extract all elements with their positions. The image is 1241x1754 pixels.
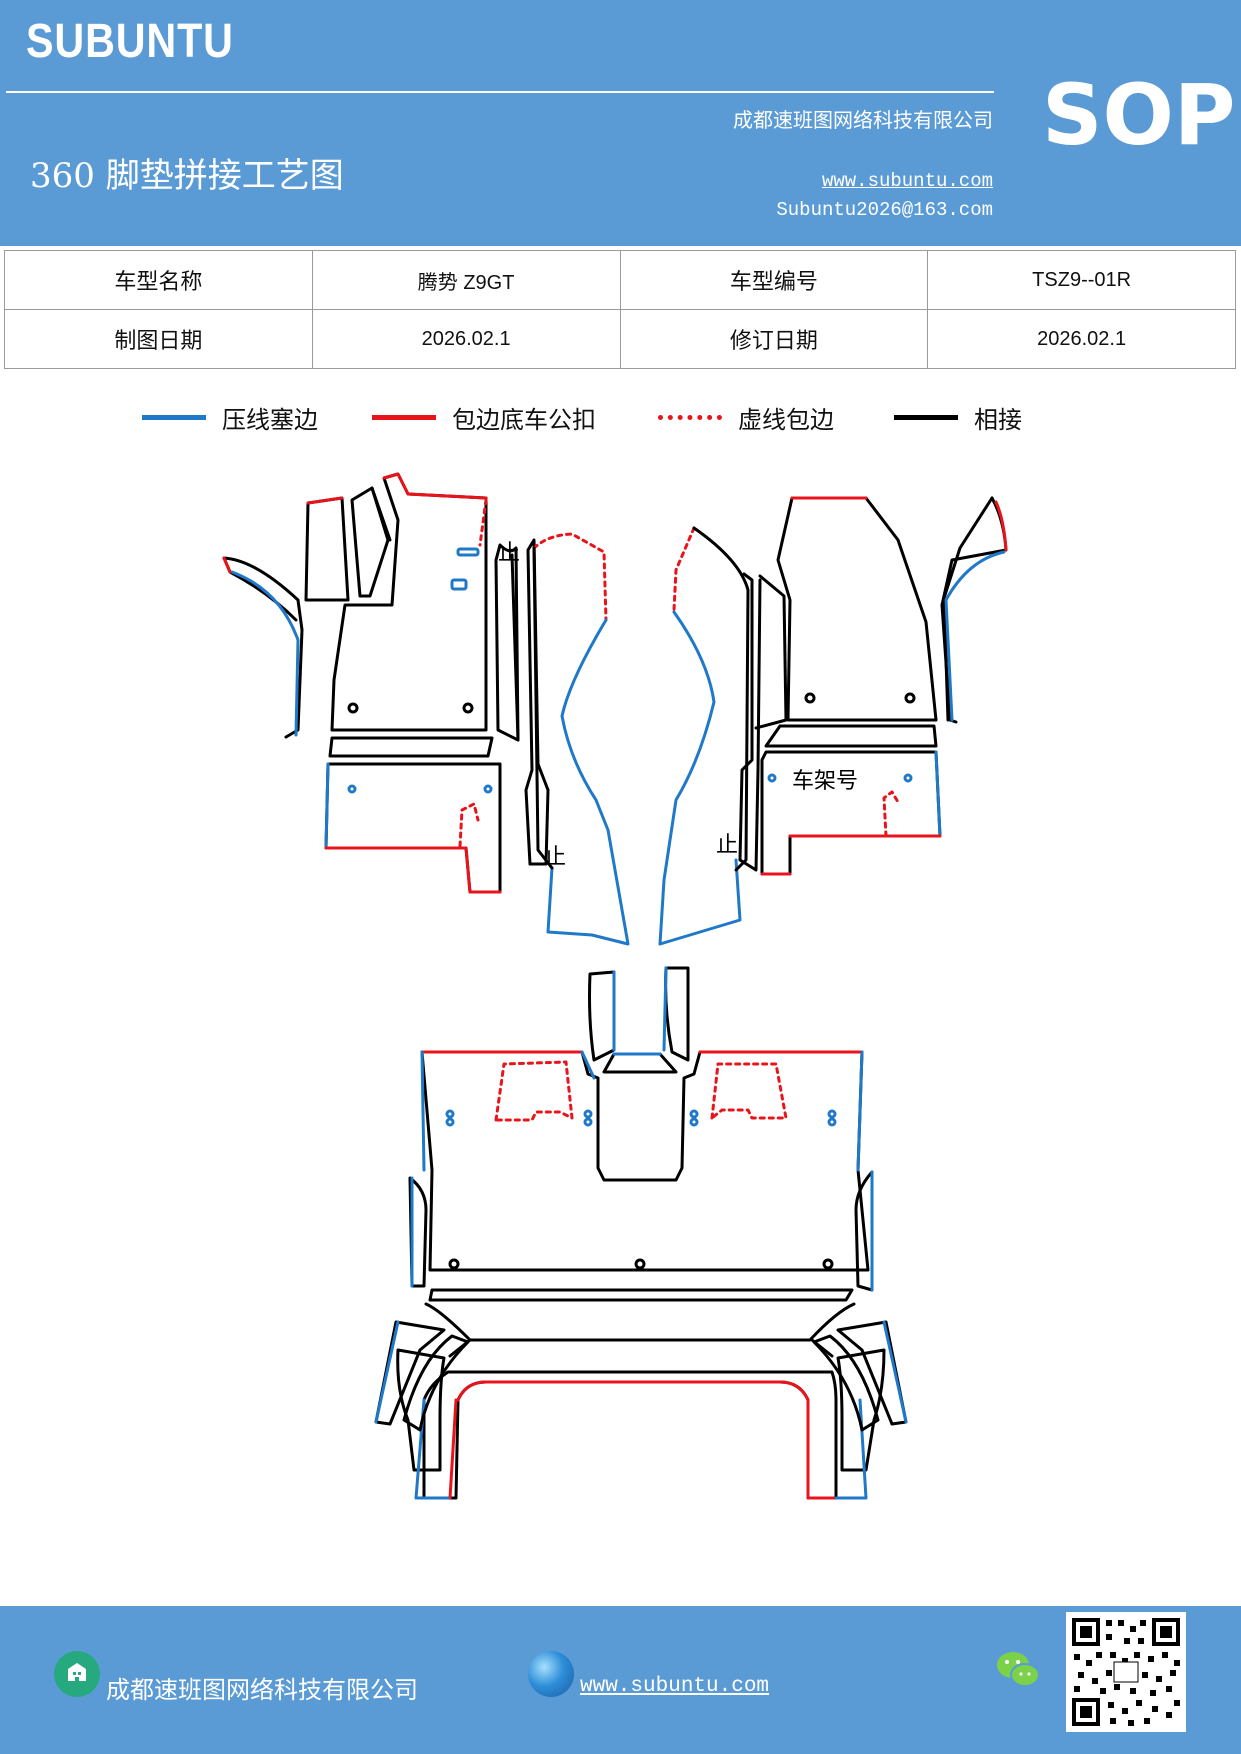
header-divider (6, 91, 994, 93)
legend-item-press: 压线塞边 (142, 400, 318, 435)
front-right-mat-group: 车架号 止 (658, 496, 1008, 946)
draw-date-label: 制图日期 (4, 309, 313, 369)
legend-label: 包边底车公扣 (452, 406, 596, 434)
header-company: 成都速班图网络科技有限公司 (733, 108, 993, 132)
frame-number-label: 车架号 (792, 769, 858, 794)
globe-icon (528, 1651, 574, 1697)
model-name-value: 腾势 Z9GT (311, 250, 621, 310)
model-name-label: 车型名称 (4, 250, 313, 310)
table-row: 车型名称 腾势 Z9GT 车型编号 TSZ9--01R (4, 250, 1236, 310)
legend-swatch (372, 415, 436, 420)
table-row: 制图日期 2026.02.1 修订日期 2026.02.1 (4, 309, 1236, 369)
wechat-icon (997, 1652, 1040, 1687)
header-banner (0, 0, 1241, 246)
brand-logo: SUBUNTU (26, 15, 234, 68)
model-code-label: 车型编号 (619, 250, 929, 310)
revise-date-label: 修订日期 (619, 309, 929, 369)
legend-swatch (142, 415, 206, 420)
draw-date-value: 2026.02.1 (311, 309, 621, 369)
legend-item-join: 相接 (894, 400, 1022, 435)
legend: 压线塞边 包边底车公扣 虚线包边 相接 (0, 400, 1241, 440)
qr-code[interactable] (1066, 1612, 1186, 1732)
legend-item-edge: 包边底车公扣 (372, 400, 596, 435)
front-left-mat-group: 止 止 (222, 472, 630, 946)
stop-mark: 止 (544, 845, 566, 870)
legend-label: 压线塞边 (222, 406, 318, 434)
floor-mat-diagram: 止 止 车架号 止 (222, 472, 1008, 1500)
footer-company: 成都速班图网络科技有限公司 (106, 1676, 418, 1704)
header-website-link[interactable]: www.subuntu.com (821, 170, 993, 192)
doc-type-label: SOP (1042, 66, 1236, 164)
legend-swatch (658, 415, 722, 420)
qr-code-icon (1072, 1618, 1180, 1726)
footer-website-link[interactable]: www.subuntu.com (580, 1675, 770, 1698)
page-title: 360 脚垫拼接工艺图 (30, 156, 344, 196)
company-icon (54, 1651, 100, 1697)
building-icon (68, 1663, 86, 1681)
legend-label: 虚线包边 (738, 406, 834, 434)
vehicle-info-table: 车型名称 腾势 Z9GT 车型编号 TSZ9--01R 制图日期 2026.02… (4, 250, 1236, 369)
revise-date-value: 2026.02.1 (927, 309, 1236, 369)
legend-label: 相接 (974, 406, 1022, 434)
rear-mat-group (374, 966, 908, 1500)
stop-mark: 止 (716, 833, 738, 858)
header-email: Subuntu2026@163.com (776, 199, 993, 221)
model-code-value: TSZ9--01R (927, 250, 1236, 310)
stop-mark: 止 (498, 541, 520, 566)
legend-item-dotted: 虚线包边 (658, 400, 834, 435)
legend-swatch (894, 415, 958, 420)
